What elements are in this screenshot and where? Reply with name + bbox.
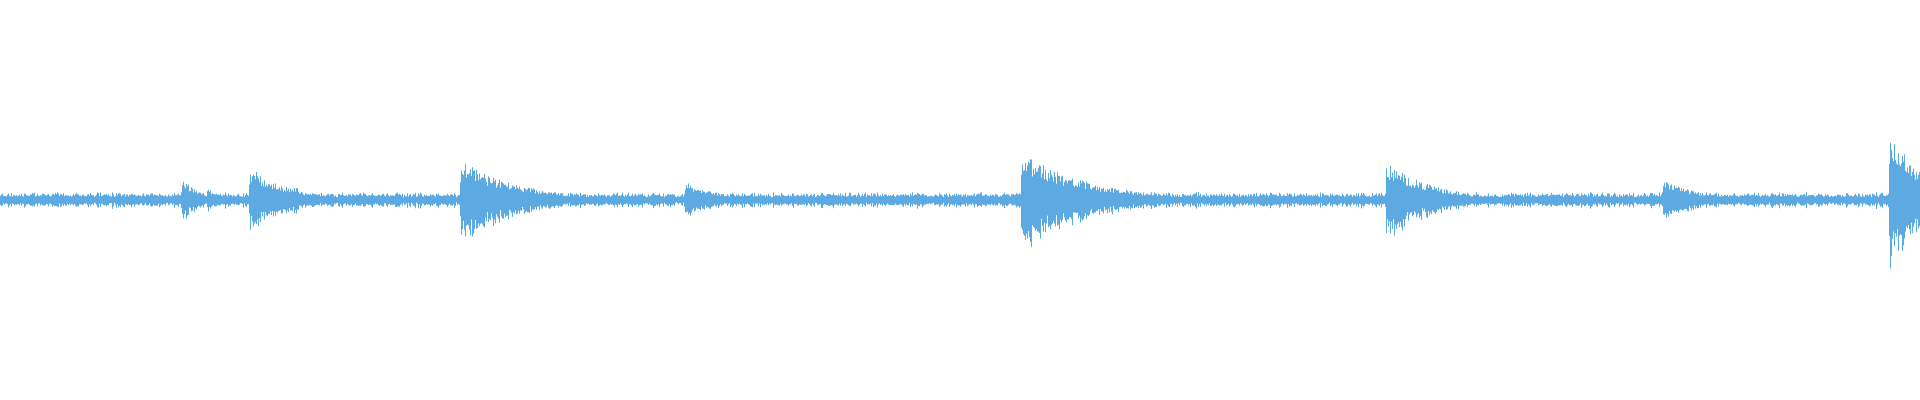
audio-waveform bbox=[0, 142, 1920, 269]
